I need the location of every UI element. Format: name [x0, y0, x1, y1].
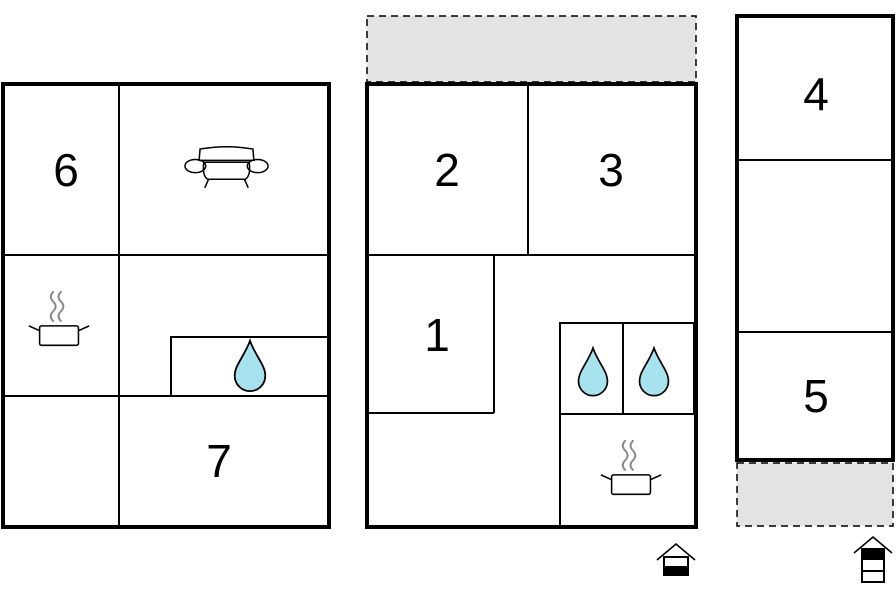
room-6-label: 6 [53, 144, 79, 196]
room-5-label: 5 [803, 370, 829, 422]
water-drop-icon [638, 347, 670, 397]
plan-left-outline [1, 82, 331, 529]
floor-upper-icon [853, 535, 893, 583]
room-1-label: 1 [424, 309, 450, 361]
room-2-label: 2 [434, 144, 460, 196]
dashed-terrace-bottom [736, 462, 894, 527]
room-3-label: 3 [598, 144, 624, 196]
plan-middle: 2 3 1 [365, 15, 698, 576]
sofa-icon [184, 145, 269, 189]
cooking-pot-icon [599, 439, 663, 496]
water-drop-icon [233, 339, 267, 393]
plan-right-outline [735, 14, 895, 462]
plan-middle-outline [365, 82, 698, 529]
floor-ground-icon [656, 542, 696, 576]
room-7-label: 7 [206, 435, 232, 487]
cooking-pot-icon [27, 290, 91, 347]
bathroom-fixture [170, 336, 329, 397]
room-4-label: 4 [803, 68, 829, 120]
plan-left: 6 7 [1, 82, 331, 529]
plan-right: 4 5 [735, 14, 895, 583]
water-drop-icon [577, 347, 609, 397]
dashed-terrace-top [366, 15, 697, 83]
